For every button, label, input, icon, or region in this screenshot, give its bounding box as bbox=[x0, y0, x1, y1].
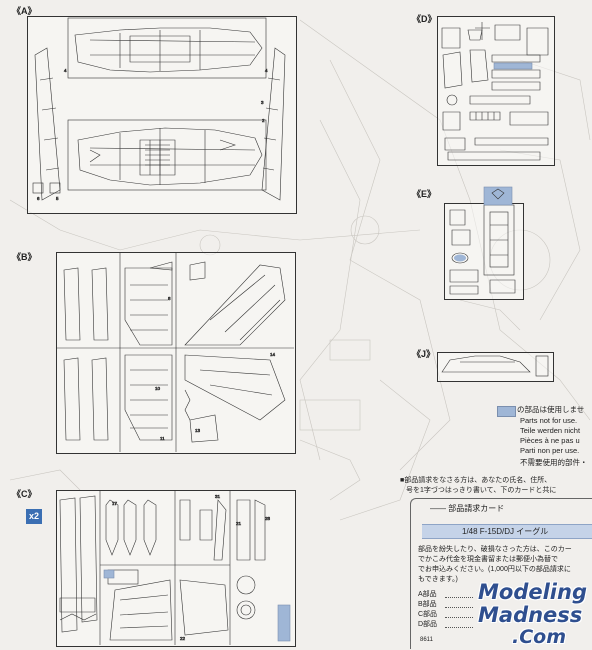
order-body-line4: もできます。) bbox=[418, 576, 458, 583]
order-row-d-dots bbox=[445, 627, 473, 628]
section-label-d: 《D》 bbox=[412, 14, 437, 24]
order-card-title: ―― 部品請求カード bbox=[430, 504, 505, 513]
section-label-b: 《B》 bbox=[12, 252, 37, 262]
svg-text:28: 28 bbox=[265, 516, 271, 521]
legend-fr: Pièces à ne pas u bbox=[520, 436, 580, 445]
watermark-line1: Modeling bbox=[478, 580, 587, 604]
sprue-b-parts: 14 11 10 13 8 bbox=[56, 252, 294, 452]
order-model-strip: 1/48 F-15D/DJ イーグル bbox=[422, 524, 592, 539]
section-label-j: 《J》 bbox=[412, 349, 436, 359]
svg-text:5: 5 bbox=[56, 196, 59, 201]
order-row-d: D部品 bbox=[418, 621, 438, 628]
svg-text:10: 10 bbox=[155, 386, 161, 391]
watermark-line2: Madness bbox=[478, 603, 583, 627]
sprue-j-parts bbox=[441, 355, 549, 377]
order-code: 8611 bbox=[420, 637, 433, 643]
sprue-a-frame bbox=[27, 16, 297, 214]
order-body-line3: でお申込みください。(1,000円以下の部品請求に bbox=[418, 566, 571, 573]
svg-text:4: 4 bbox=[265, 68, 268, 73]
sprue-a-parts: 3 2 4 4 6 5 bbox=[32, 17, 286, 201]
section-label-a: 《A》 bbox=[12, 6, 37, 16]
order-row-a: A部品 bbox=[418, 591, 437, 598]
svg-text:31: 31 bbox=[215, 494, 221, 499]
svg-text:2: 2 bbox=[262, 118, 265, 123]
sprue-c-frame bbox=[56, 490, 296, 647]
svg-text:8: 8 bbox=[168, 296, 171, 301]
svg-text:22: 22 bbox=[180, 636, 186, 641]
sprue-d-frame bbox=[437, 16, 555, 166]
legend-jp: の部品は使用しませ bbox=[517, 405, 585, 414]
order-row-b-dots bbox=[445, 607, 473, 608]
sprue-j-frame bbox=[437, 352, 554, 382]
svg-text:14: 14 bbox=[270, 352, 276, 357]
legend-de: Teile werden nicht bbox=[520, 426, 581, 435]
legend-en: Parts not for use. bbox=[520, 416, 578, 425]
svg-text:21: 21 bbox=[236, 521, 242, 526]
svg-text:4: 4 bbox=[64, 68, 67, 73]
order-intro-line2: 号を1字づつはっきり書いて、下のカードと共に bbox=[406, 487, 557, 494]
order-intro-line1: ■部品請求をなさる方は、あなたの氏名、住所、 bbox=[400, 477, 552, 484]
svg-text:6: 6 bbox=[37, 196, 40, 201]
order-body-line2: でかこみ代金を現金書留または郵便小為替で bbox=[418, 556, 558, 563]
sprue-e-parts bbox=[449, 204, 516, 295]
svg-text:17: 17 bbox=[112, 501, 118, 506]
legend-it: Parti non per use. bbox=[520, 446, 580, 455]
not-for-use-swatch bbox=[497, 406, 516, 417]
svg-text:3: 3 bbox=[261, 100, 264, 105]
watermark-line3: .Com bbox=[512, 626, 567, 648]
sprue-c-parts: 17 31 21 28 22 bbox=[59, 490, 271, 645]
order-row-c-dots bbox=[445, 617, 473, 618]
order-row-b: B部品 bbox=[418, 601, 437, 608]
quantity-x2-badge: x2 bbox=[26, 509, 42, 524]
sprue-d-parts bbox=[441, 22, 549, 161]
legend-note: 不需要使用的部件・ bbox=[520, 458, 588, 467]
order-row-c: C部品 bbox=[418, 611, 438, 618]
order-model-name: 1/48 F-15D/DJ イーグル bbox=[462, 527, 549, 536]
section-label-e: 《E》 bbox=[412, 189, 437, 199]
svg-text:13: 13 bbox=[195, 428, 201, 433]
section-label-c: 《C》 bbox=[12, 489, 37, 499]
order-row-a-dots bbox=[445, 597, 473, 598]
order-card bbox=[410, 498, 592, 649]
svg-text:11: 11 bbox=[160, 436, 165, 441]
order-body-line1: 部品を紛失したり、破損なさった方は、このカー bbox=[418, 546, 572, 553]
